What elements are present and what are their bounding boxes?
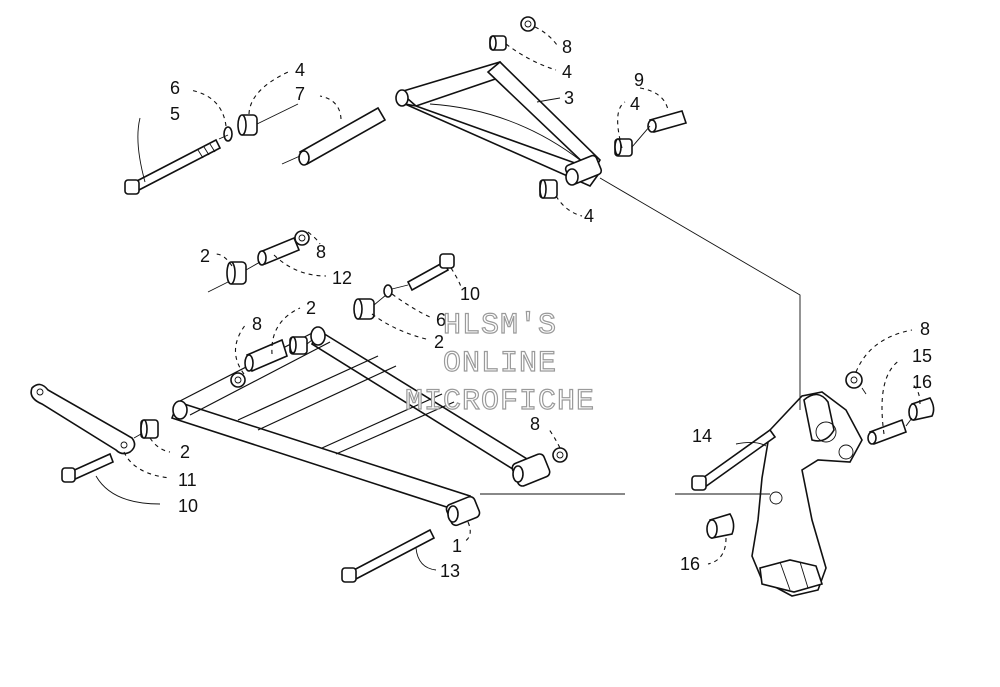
- nut-spindle: [845, 371, 863, 389]
- callout-8-right: 8: [530, 414, 540, 434]
- callout-14: 14: [692, 426, 712, 446]
- callout-10-lower: 10: [178, 496, 198, 516]
- callout-9: 9: [634, 70, 644, 90]
- callout-2-mid: 2: [306, 298, 316, 318]
- bushing-upper-lower: [539, 179, 558, 199]
- watermark: HLSM'S ONLINE MICROFICHE: [404, 308, 595, 419]
- callout-13: 13: [440, 561, 460, 581]
- long-bolt-lower: [341, 528, 436, 583]
- callout-3: 3: [564, 88, 574, 108]
- bushing-upper-right: [614, 138, 633, 157]
- callout-leaders: [95, 26, 921, 571]
- callout-15: 15: [912, 346, 932, 366]
- callout-4-left: 4: [295, 60, 305, 80]
- bushing-lower-rear: [353, 298, 375, 320]
- callout-8-spindle: 8: [920, 319, 930, 339]
- pin-upper: [647, 110, 688, 133]
- pin-spindle: [867, 418, 908, 446]
- callout-16-upper: 16: [912, 372, 932, 392]
- bushing-spindle-lower: [706, 513, 735, 539]
- callout-12: 12: [332, 268, 352, 288]
- callout-8-left: 8: [252, 314, 262, 334]
- bushing-lower-top: [226, 261, 247, 285]
- assembly-lines: [480, 177, 801, 495]
- nut-lower-right: [552, 447, 568, 463]
- watermark-line-1: HLSM'S: [443, 309, 557, 343]
- bolt-link: [61, 452, 115, 483]
- callout-10-upper: 10: [460, 284, 480, 304]
- pivot-shaft: [298, 106, 387, 166]
- nut-upper-top: [520, 16, 536, 32]
- callout-7: 7: [295, 84, 305, 104]
- callout-2-top: 2: [200, 246, 210, 266]
- nut-lower-top: [294, 230, 310, 246]
- watermark-line-2: ONLINE: [443, 347, 557, 381]
- callout-8-top: 8: [562, 37, 572, 57]
- bushing-upper-left: [237, 114, 258, 136]
- washer-lower-rear: [383, 284, 393, 298]
- callout-16-lower: 16: [680, 554, 700, 574]
- bushing-upper-top: [489, 35, 507, 51]
- callout-6-upper: 6: [170, 78, 180, 98]
- callout-2-front: 2: [180, 442, 190, 462]
- bolt-spindle: [691, 428, 777, 491]
- callout-1: 1: [452, 536, 462, 556]
- upper-a-arm: [395, 60, 603, 187]
- callout-8-lower-top: 8: [316, 242, 326, 262]
- callout-4-lower: 4: [584, 206, 594, 226]
- callout-11: 11: [178, 470, 197, 490]
- long-bolt-upper: [124, 138, 222, 195]
- spindle-assembly: [691, 371, 935, 597]
- sway-link: [30, 383, 136, 455]
- lower-a-arm: [170, 326, 551, 527]
- callout-6-lower: 6: [436, 310, 446, 330]
- bushing-lower-front: [140, 419, 159, 439]
- callout-2-rear: 2: [434, 332, 444, 352]
- sleeve-lower: [257, 236, 301, 266]
- bushing-spindle-upper: [908, 397, 935, 421]
- upper-a-arm-assembly: [124, 16, 688, 199]
- bushing-lower-left-mid: [289, 336, 308, 355]
- callout-4-top: 4: [562, 62, 572, 82]
- washer-upper: [223, 126, 233, 142]
- bolt-lower-rear: [406, 253, 455, 292]
- nut-lower-left: [230, 372, 246, 388]
- callouts: 8 4 3 9 4 4 4 7 6 5 2 8 12 10 6 2 8 2 2 …: [170, 37, 932, 581]
- spindle: [751, 391, 863, 597]
- callout-5: 5: [170, 104, 180, 124]
- sleeve-lower-left: [244, 338, 288, 373]
- watermark-line-3: MICROFICHE: [405, 385, 595, 419]
- callout-4-right: 4: [630, 94, 640, 114]
- lower-a-arm-assembly: [30, 230, 568, 583]
